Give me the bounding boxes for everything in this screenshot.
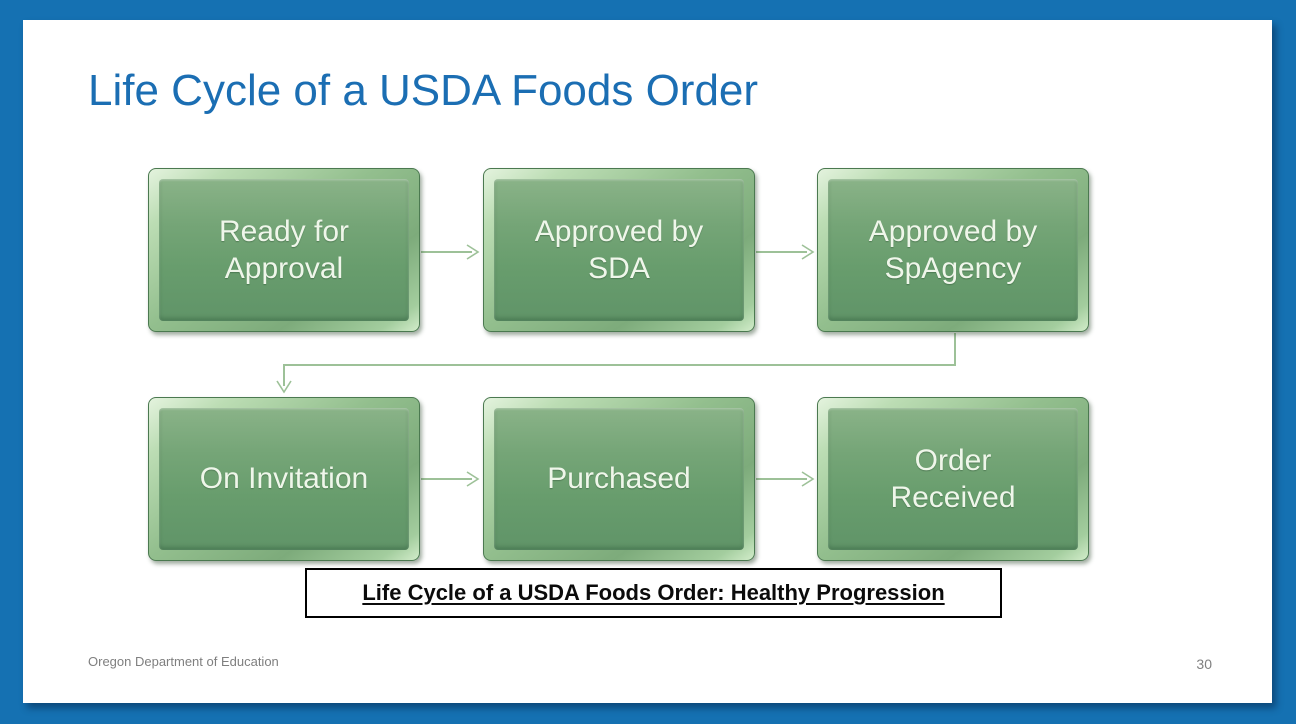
flow-box-label: Purchased: [494, 408, 744, 550]
caption-text: Life Cycle of a USDA Foods Order: Health…: [362, 580, 945, 605]
arrow-ready-to-sda: [421, 244, 480, 260]
page-title: Life Cycle of a USDA Foods Order: [88, 66, 759, 115]
arrow-invitation-to-purchased: [421, 471, 480, 487]
flow-box-label: Approved by SpAgency: [828, 179, 1078, 321]
flow-box-ready-for-approval: Ready for Approval: [148, 168, 420, 332]
slide-content-area: Life Cycle of a USDA Foods Order: [23, 20, 1272, 703]
slide-page-number: 30: [1196, 656, 1212, 672]
flow-box-label: Approved by SDA: [494, 179, 744, 321]
flow-box-approved-by-sda: Approved by SDA: [483, 168, 755, 332]
caption-box: Life Cycle of a USDA Foods Order: Health…: [305, 568, 1002, 618]
flow-box-label: On Invitation: [159, 408, 409, 550]
footer-organization: Oregon Department of Education: [88, 654, 279, 669]
flow-box-label: Order Received: [828, 408, 1078, 550]
arrow-sda-to-spagency: [756, 244, 815, 260]
flow-box-order-received: Order Received: [817, 397, 1089, 561]
elbow-spagency-to-invitation: [276, 333, 956, 394]
flow-box-label: Ready for Approval: [159, 179, 409, 321]
flow-connectors: [276, 244, 956, 487]
arrow-purchased-to-received: [756, 471, 815, 487]
flow-box-purchased: Purchased: [483, 397, 755, 561]
flow-box-approved-by-spagency: Approved by SpAgency: [817, 168, 1089, 332]
flow-box-on-invitation: On Invitation: [148, 397, 420, 561]
